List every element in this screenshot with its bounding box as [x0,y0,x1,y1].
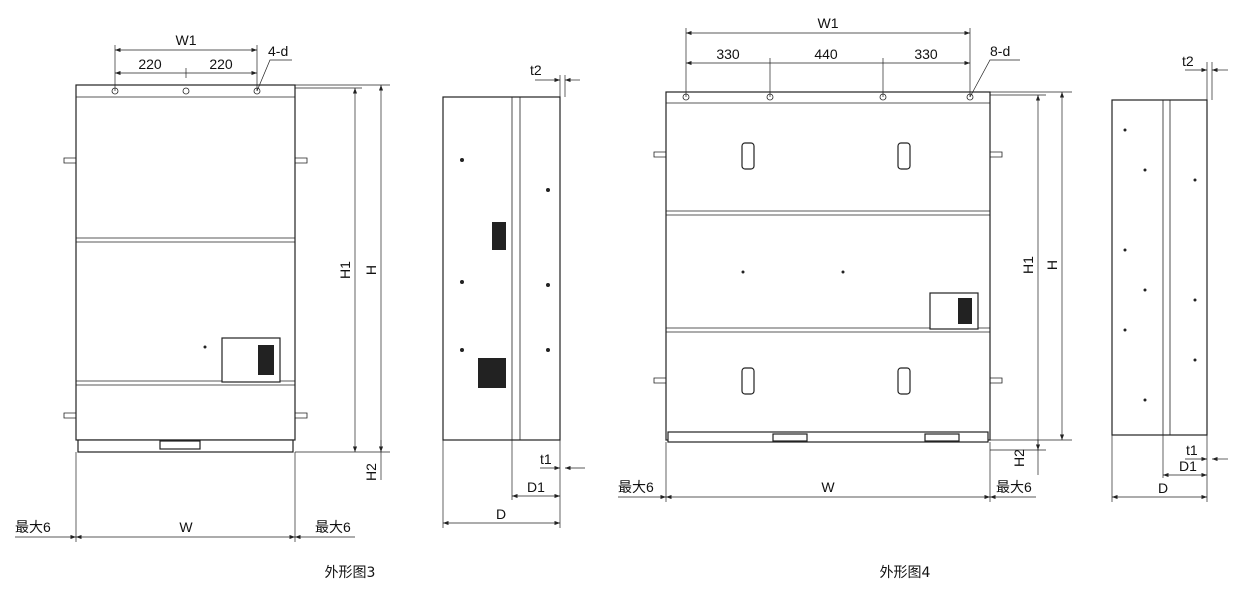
fig3-t1-label: t1 [540,451,552,467]
figure3-dimensions: W1 220 220 4-d H1 H H2 最大6 W 最大6 [15,32,390,542]
fig4-dim-440: 440 [814,46,838,62]
fig4-dim-330-right: 330 [914,46,938,62]
fig3-d1-label: D1 [527,479,545,495]
figure3-front-view [63,84,308,453]
figure3-side-view: t2 t1 D1 D [442,62,585,528]
fig4-dim-330-left: 330 [716,46,740,62]
fig3-w1-label: W1 [176,32,197,48]
fig4-max-left: 最大6 [618,479,654,495]
figure4-side-view: t2 t1 D1 D [1111,53,1228,502]
fig3-max-left: 最大6 [15,519,51,535]
figure4-front-view [653,91,1003,443]
figure4-caption: 外形图4 [880,565,931,581]
fig4-h1-label: H1 [1020,256,1036,274]
fig4-w1-label: W1 [818,15,839,31]
fig4-h-label: H [1044,260,1060,270]
fig4-t2-label: t2 [1182,53,1194,69]
fig4-t1-label: t1 [1186,442,1198,458]
fig3-dim-220-left: 220 [138,56,162,72]
fig3-h2-label: H2 [363,463,379,481]
figure4-dimensions: W1 330 440 330 8-d H1 H H2 最大6 W 最大6 [618,15,1072,502]
fig4-d-label: D [1158,480,1168,496]
fig3-dim-220-right: 220 [209,56,233,72]
fig3-w-label: W [179,519,193,535]
figure3-caption: 外形图3 [325,565,376,581]
fig4-holes-label: 8-d [990,43,1010,59]
fig4-h2-label: H2 [1011,449,1027,467]
fig4-max-right: 最大6 [996,479,1032,495]
fig3-h-label: H [363,265,379,275]
fig3-holes-label: 4-d [268,43,288,59]
fig3-d-label: D [496,506,506,522]
fig3-h1-label: H1 [337,261,353,279]
fig3-t2-label: t2 [530,62,542,78]
fig4-w-label: W [821,479,835,495]
fig3-max-right: 最大6 [315,519,351,535]
fig4-d1-label: D1 [1179,458,1197,474]
